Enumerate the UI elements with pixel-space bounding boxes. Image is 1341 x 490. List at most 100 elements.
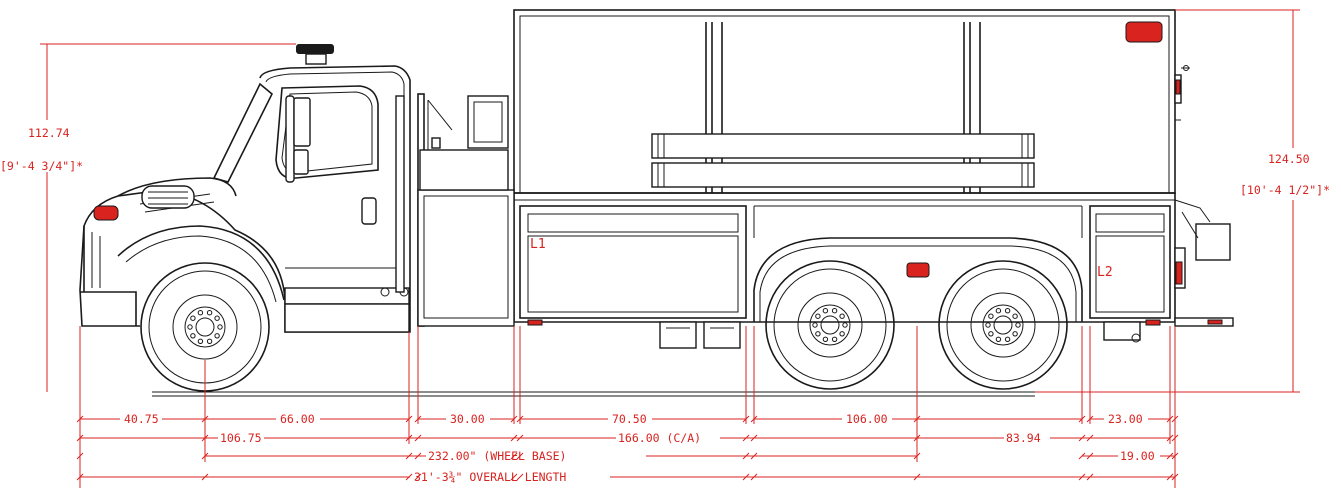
dimension-row-2: 106.75 166.00 (C/A) 83.94 bbox=[80, 431, 1170, 445]
side-marker-lamp bbox=[906, 262, 930, 278]
compartment-l2-label: L2 bbox=[1097, 265, 1113, 280]
dim-compartment-l1: 70.50 bbox=[612, 412, 647, 426]
dimension-tick bbox=[1171, 452, 1179, 460]
lug-nut bbox=[187, 324, 193, 330]
dim-cab-to-body-gap: 30.00 bbox=[450, 412, 485, 426]
dimension-row-1: 40.75 66.00 30.00 70.50 106.00 23.00 bbox=[80, 412, 1170, 426]
dimension-tick bbox=[1078, 473, 1086, 481]
dimension-tick bbox=[750, 452, 758, 460]
lug-nut bbox=[217, 324, 223, 330]
compartment-l1-door bbox=[519, 205, 747, 319]
dimension-tick bbox=[201, 473, 209, 481]
dimension-tick bbox=[76, 415, 84, 423]
lug-nut bbox=[822, 308, 829, 314]
lug-nut bbox=[197, 338, 204, 344]
rear-wheel-front-axle bbox=[765, 260, 895, 390]
dimension-tick bbox=[913, 473, 921, 481]
dimension-tick bbox=[1166, 452, 1174, 460]
dimension-tick bbox=[76, 473, 84, 481]
dim-cab-to-axle: 166.00 (C/A) bbox=[618, 431, 701, 445]
dimension-tick bbox=[516, 415, 524, 423]
dimension-tick bbox=[414, 452, 422, 460]
dim-wheel-well: 106.00 bbox=[846, 412, 888, 426]
dimension-tick bbox=[76, 452, 84, 460]
lug-nut bbox=[190, 315, 196, 321]
dim-front-overhang: 40.75 bbox=[124, 412, 159, 426]
lug-nut bbox=[1004, 308, 1011, 314]
wheel-lug-nuts bbox=[187, 308, 1021, 344]
dimension-tick bbox=[76, 434, 84, 442]
dimension-tick bbox=[1171, 415, 1179, 423]
lug-nut bbox=[190, 333, 196, 339]
dimension-tick bbox=[201, 452, 209, 460]
dimension-tick bbox=[414, 434, 422, 442]
lug-nut bbox=[206, 338, 213, 344]
dimension-overall-length: 31'-3¾" OVERALL LENGTH bbox=[80, 470, 1175, 484]
dimension-tick bbox=[1166, 434, 1174, 442]
dimension-tick bbox=[516, 452, 524, 460]
lug-nut bbox=[995, 308, 1002, 314]
dim-axle-to-body-end: 83.94 bbox=[1006, 431, 1041, 445]
dimension-tick bbox=[1171, 473, 1179, 481]
body-height-dimension: 124.50 [10'-4 1/2"]* bbox=[1035, 9, 1330, 393]
headlight-amber-lamp bbox=[93, 205, 119, 221]
dimension-extension-lines bbox=[79, 326, 1176, 488]
lug-nut bbox=[822, 336, 829, 342]
dimension-tick bbox=[750, 415, 758, 423]
lug-nut bbox=[812, 322, 818, 328]
cab-height-value: 112.74 bbox=[28, 126, 70, 140]
lug-nut bbox=[988, 331, 994, 337]
dimension-tick bbox=[1086, 434, 1094, 442]
dim-overall-length: 31'-3¾" OVERALL LENGTH bbox=[414, 470, 566, 484]
dimension-tick bbox=[742, 434, 750, 442]
dimension-tick bbox=[742, 415, 750, 423]
compartment-l1-label: L1 bbox=[530, 237, 546, 252]
top-marker-lamp bbox=[1125, 21, 1163, 43]
dimension-tick bbox=[742, 473, 750, 481]
dimension-tick bbox=[1086, 415, 1094, 423]
dimension-tick bbox=[510, 415, 518, 423]
body-height-feet: [10'-4 1/2"]* bbox=[1240, 183, 1330, 197]
dimension-wheel-base: 232.00" (WHEEL BASE) 19.00 bbox=[205, 449, 1175, 463]
compartment-l2-door bbox=[1089, 205, 1171, 319]
dimension-tick bbox=[405, 452, 413, 460]
lug-nut bbox=[206, 310, 213, 316]
dimension-tick bbox=[913, 415, 921, 423]
lug-nut bbox=[214, 333, 220, 339]
dimension-arrowheads bbox=[76, 415, 1179, 481]
dimension-tick bbox=[913, 434, 921, 442]
rear-wheel-rear-axle bbox=[938, 260, 1068, 390]
dimension-tick bbox=[1078, 415, 1086, 423]
dimension-tick bbox=[1166, 473, 1174, 481]
dimension-tick bbox=[405, 473, 413, 481]
dim-rear-overhang: 19.00 bbox=[1120, 449, 1155, 463]
dimension-tick bbox=[1166, 415, 1174, 423]
lug-nut bbox=[988, 313, 994, 319]
lug-nut bbox=[815, 313, 821, 319]
lug-nut bbox=[831, 336, 838, 342]
lug-nut bbox=[839, 331, 845, 337]
dimension-tick bbox=[414, 473, 422, 481]
utility-body bbox=[513, 9, 1234, 349]
lug-nut bbox=[995, 336, 1002, 342]
dimension-tick bbox=[750, 434, 758, 442]
dimension-tick bbox=[1078, 452, 1086, 460]
cab-height-feet: [9'-4 3/4"]* bbox=[0, 159, 83, 173]
dim-bumper-to-cab: 106.75 bbox=[220, 431, 262, 445]
dim-compartment-l2: 23.00 bbox=[1108, 412, 1143, 426]
body-height-value: 124.50 bbox=[1268, 152, 1310, 166]
pipe-rack-tubes bbox=[651, 133, 1035, 188]
dimension-tick bbox=[510, 434, 518, 442]
dimension-tick bbox=[201, 434, 209, 442]
dimension-tick bbox=[510, 452, 518, 460]
lug-nut bbox=[197, 310, 204, 316]
dimension-tick bbox=[405, 434, 413, 442]
dimension-tick bbox=[1078, 434, 1086, 442]
dimension-tick bbox=[1171, 434, 1179, 442]
cab-height-dimension: 112.74 [9'-4 3/4"]* bbox=[0, 43, 296, 392]
lug-nut bbox=[1012, 313, 1018, 319]
lug-nut bbox=[839, 313, 845, 319]
dimension-tick bbox=[742, 452, 750, 460]
lug-nut bbox=[1015, 322, 1021, 328]
dim-axle-to-cab-back: 66.00 bbox=[280, 412, 315, 426]
